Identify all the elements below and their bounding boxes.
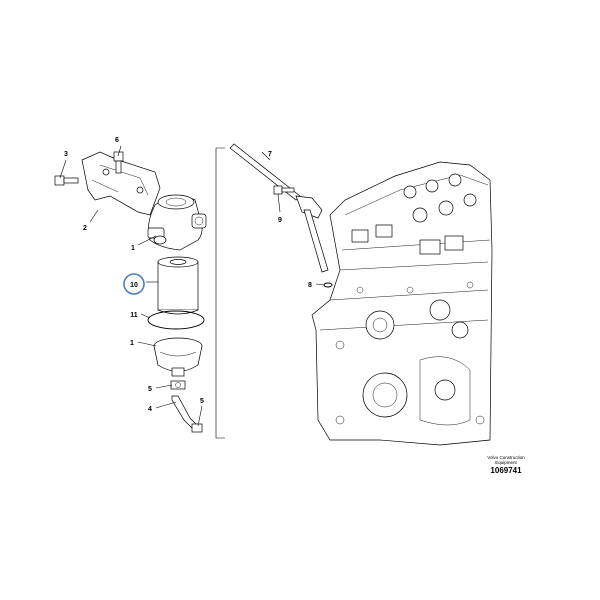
filter-head	[147, 194, 207, 251]
callout-11[interactable]: 11	[130, 312, 138, 319]
bolt-part-3	[54, 175, 79, 186]
drain-hose	[171, 395, 203, 433]
callout-3[interactable]: 3	[64, 151, 68, 158]
callout-5-clamp[interactable]: 5	[200, 398, 204, 405]
drawing-stamp: Volvo Construction Equipment 1069741	[470, 455, 542, 475]
engine-block	[311, 161, 493, 446]
filter-bowl	[153, 337, 203, 377]
callout-4[interactable]: 4	[148, 406, 152, 413]
callout-7[interactable]: 7	[268, 151, 272, 158]
section-divider	[215, 147, 225, 439]
callout-10[interactable]: 10	[130, 282, 138, 289]
callout-5-valve[interactable]: 5	[148, 386, 152, 393]
bolt-part-6	[113, 151, 124, 174]
dipstick-tube	[229, 143, 329, 273]
callout-8[interactable]: 8	[308, 282, 312, 289]
callout-9[interactable]: 9	[278, 217, 282, 224]
o-ring	[147, 310, 205, 330]
filter-element	[157, 256, 199, 315]
callout-6[interactable]: 6	[115, 137, 119, 144]
o-ring-part-8	[323, 282, 333, 288]
drain-valve	[170, 380, 186, 390]
drawing-number: 1069741	[490, 466, 522, 475]
mounting-bracket	[81, 151, 161, 216]
leader-lines	[59, 145, 325, 427]
brand-line-1: Volvo Construction	[487, 455, 525, 460]
callout-1-head[interactable]: 1	[131, 245, 135, 252]
brand-line-2: Equipment	[495, 460, 517, 465]
callout-2[interactable]: 2	[83, 225, 87, 232]
callout-1-bowl[interactable]: 1	[130, 340, 134, 347]
highlighted-part-circle	[123, 273, 145, 295]
